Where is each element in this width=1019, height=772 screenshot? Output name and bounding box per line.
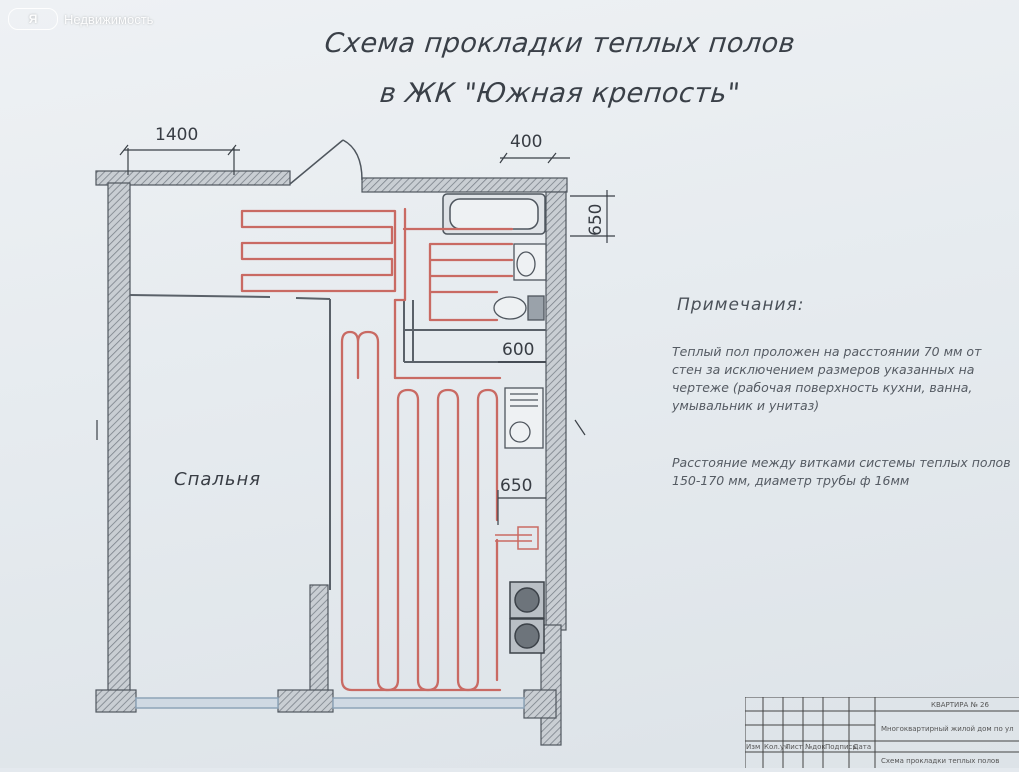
note-1: Теплый пол проложен на расстоянии 70 мм … <box>672 344 982 413</box>
notes-heading: Примечания: <box>677 295 805 315</box>
dimension-600: 600 <box>502 340 535 360</box>
wall-partition-bottom <box>309 584 329 694</box>
stamp-building: Многоквартирный жилой дом по ул <box>881 725 1014 733</box>
dimension-1400: 1400 <box>155 125 199 145</box>
drawing-subtitle: в ЖК "Южная крепость" <box>378 78 742 109</box>
wall-bottom-right <box>523 689 557 719</box>
stamp-apartment: КВАРТИРА № 26 <box>931 701 989 709</box>
drawing-title: Схема прокладки теплых полов <box>323 28 797 59</box>
note-2: Расстояние между витками системы теплых … <box>672 455 1011 488</box>
title-block-grid <box>744 696 1019 768</box>
wall-top-right <box>361 177 568 193</box>
washbasin <box>513 243 547 281</box>
stamp-col-kol: Кол.уч <box>764 743 789 751</box>
realty-watermark: Я Недвижимость <box>8 8 153 30</box>
wall-bottom-left <box>95 689 137 713</box>
watermark-text: Недвижимость <box>64 11 154 27</box>
toilet <box>493 295 545 321</box>
wall-left <box>107 182 131 692</box>
heating-pipes <box>240 207 514 692</box>
dimension-400: 400 <box>510 132 543 152</box>
ventilation-shafts <box>509 581 545 654</box>
wall-bottom-mid <box>277 689 334 713</box>
dimension-lines <box>96 144 615 525</box>
entry-door <box>289 139 363 185</box>
stamp-col-list: Лист <box>785 743 803 751</box>
partitions <box>129 294 546 590</box>
yandex-logo-icon: Я <box>8 8 58 30</box>
window-bottom <box>135 697 525 709</box>
title-block: КВАРТИРА № 26 Многоквартирный жилой дом … <box>744 696 1019 768</box>
wall-right <box>545 191 567 631</box>
kitchen-sink <box>504 387 544 449</box>
bathtub <box>442 193 546 235</box>
room-label-bedroom: Спальня <box>174 469 262 490</box>
dimension-650-top: 650 <box>586 203 606 236</box>
stamp-col-izm: Изм <box>746 743 761 751</box>
wall-top-left <box>95 170 291 186</box>
stamp-col-doc: №док <box>805 743 826 751</box>
stamp-scheme: Схема прокладки теплых полов <box>881 757 1000 765</box>
stamp-col-date: Дата <box>853 743 872 751</box>
manifold <box>495 526 539 550</box>
stamp-col-sign: Подпись <box>825 743 857 751</box>
dimension-650-mid: 650 <box>500 476 533 496</box>
walls <box>95 170 568 746</box>
